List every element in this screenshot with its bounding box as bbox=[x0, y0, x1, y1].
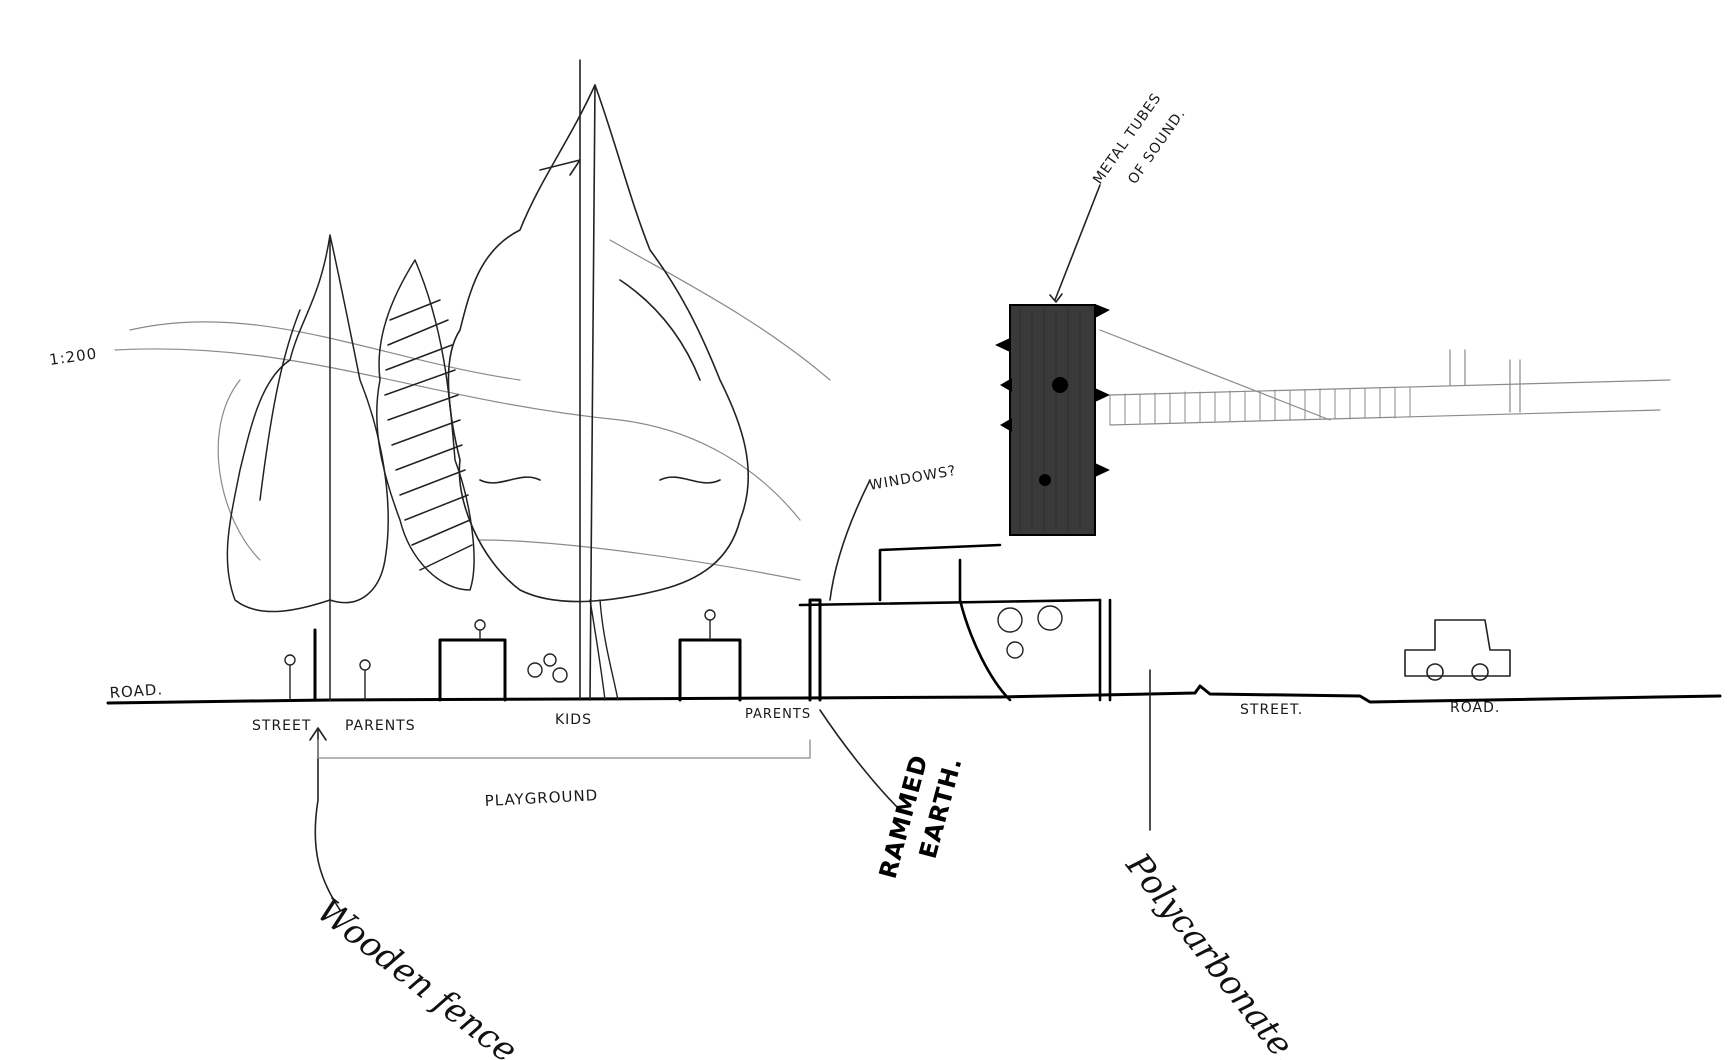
tree-left bbox=[226, 234, 389, 701]
tree-large bbox=[447, 59, 750, 701]
scale-label: 1:200 bbox=[48, 344, 98, 369]
parents-right-label: PARENTS bbox=[745, 707, 811, 722]
parents-left-label: PARENTS bbox=[345, 718, 416, 734]
windows-label: WINDOWS? bbox=[868, 463, 958, 494]
wooden-fence-label: Wooden fence. bbox=[309, 891, 533, 1060]
people-figures bbox=[284, 609, 716, 701]
sound-tower bbox=[995, 304, 1110, 536]
street-right-label: STREET. bbox=[1240, 702, 1303, 718]
playground-bracket bbox=[317, 739, 811, 759]
road-left-label: ROAD. bbox=[109, 680, 164, 702]
street-left-label: STREET bbox=[252, 718, 311, 734]
playground-label: PLAYGROUND bbox=[484, 786, 598, 810]
construction-lines bbox=[114, 239, 1671, 581]
pavilion-building bbox=[798, 543, 1112, 702]
ground-line bbox=[106, 684, 1722, 705]
play-circles bbox=[527, 605, 1063, 683]
tree-hatched bbox=[376, 259, 475, 591]
car bbox=[1404, 619, 1511, 681]
walkway-hatching bbox=[1109, 386, 1411, 426]
leader-lines bbox=[309, 184, 1151, 911]
road-right-label: ROAD. bbox=[1450, 700, 1500, 716]
playground-frames bbox=[313, 598, 822, 702]
tree-trunks bbox=[589, 599, 619, 701]
polycarbonate-label: Polycarbonate. bbox=[1117, 845, 1307, 1060]
kids-label: KIDS bbox=[555, 712, 592, 728]
